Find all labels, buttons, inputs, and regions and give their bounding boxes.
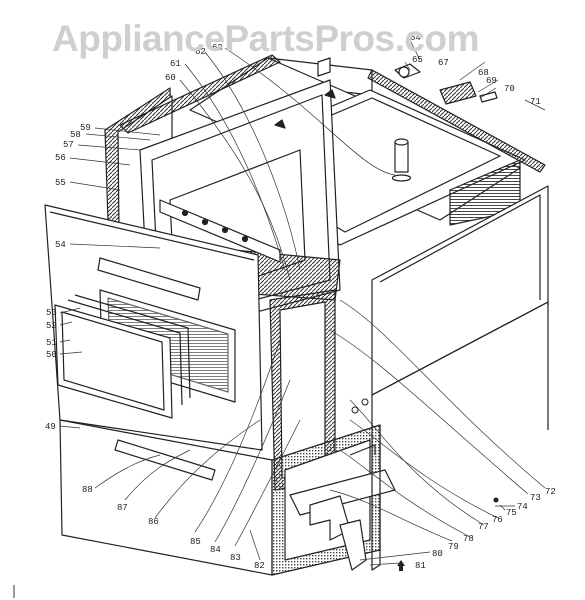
- leader-lines: [59, 39, 546, 566]
- callout-87: 87: [117, 503, 128, 513]
- callout-68: 68: [478, 68, 489, 78]
- callout-79: 79: [448, 542, 459, 552]
- callout-56: 56: [55, 153, 66, 163]
- callout-72: 72: [545, 487, 556, 497]
- callout-88: 88: [82, 485, 93, 495]
- callout-85: 85: [190, 537, 201, 547]
- callout-84: 84: [210, 545, 221, 555]
- callout-74: 74: [517, 502, 528, 512]
- callout-86: 86: [148, 517, 159, 527]
- callout-58: 58: [70, 130, 81, 140]
- callout-62: 62: [195, 47, 206, 57]
- callout-64: 64: [410, 33, 421, 43]
- callout-78: 78: [463, 534, 474, 544]
- callout-71: 71: [530, 97, 541, 107]
- callout-65: 65: [412, 55, 423, 65]
- callout-49: 49: [45, 422, 56, 432]
- callout-61: 61: [170, 59, 181, 69]
- callout-55: 55: [55, 178, 66, 188]
- callout-63: 63: [212, 43, 223, 53]
- callout-52: 52: [46, 321, 57, 331]
- control-panel: [159, 199, 281, 263]
- callout-70: 70: [504, 84, 515, 94]
- latch: [439, 81, 477, 105]
- window-glass-inner: [54, 304, 173, 419]
- callout-53: 53: [46, 308, 57, 318]
- callout-80: 80: [432, 549, 443, 559]
- vent-cylinder: [394, 141, 409, 173]
- callout-76: 76: [492, 515, 503, 525]
- watermark: AppliancePartsPros.com: [52, 18, 479, 59]
- door-handle: [97, 257, 201, 301]
- callout-81: 81: [415, 561, 426, 571]
- callout-60: 60: [165, 73, 176, 83]
- callout-75: 75: [506, 508, 517, 518]
- callout-83: 83: [230, 553, 241, 563]
- callout-77: 77: [478, 522, 489, 532]
- callout-67: 67: [438, 58, 449, 68]
- callout-51: 51: [46, 338, 57, 348]
- callout-59: 59: [80, 123, 91, 133]
- callout-57: 57: [63, 140, 74, 150]
- callout-82: 82: [254, 561, 265, 571]
- top-insulation: [119, 54, 281, 134]
- callout-73: 73: [530, 493, 541, 503]
- callout-50: 50: [46, 350, 57, 360]
- callout-54: 54: [55, 240, 66, 250]
- callout-labels: 49 50 51 52 53 54 55 56 57 58 59 60 61 6…: [45, 33, 556, 571]
- fasteners: [351, 398, 499, 571]
- callout-69: 69: [486, 76, 497, 86]
